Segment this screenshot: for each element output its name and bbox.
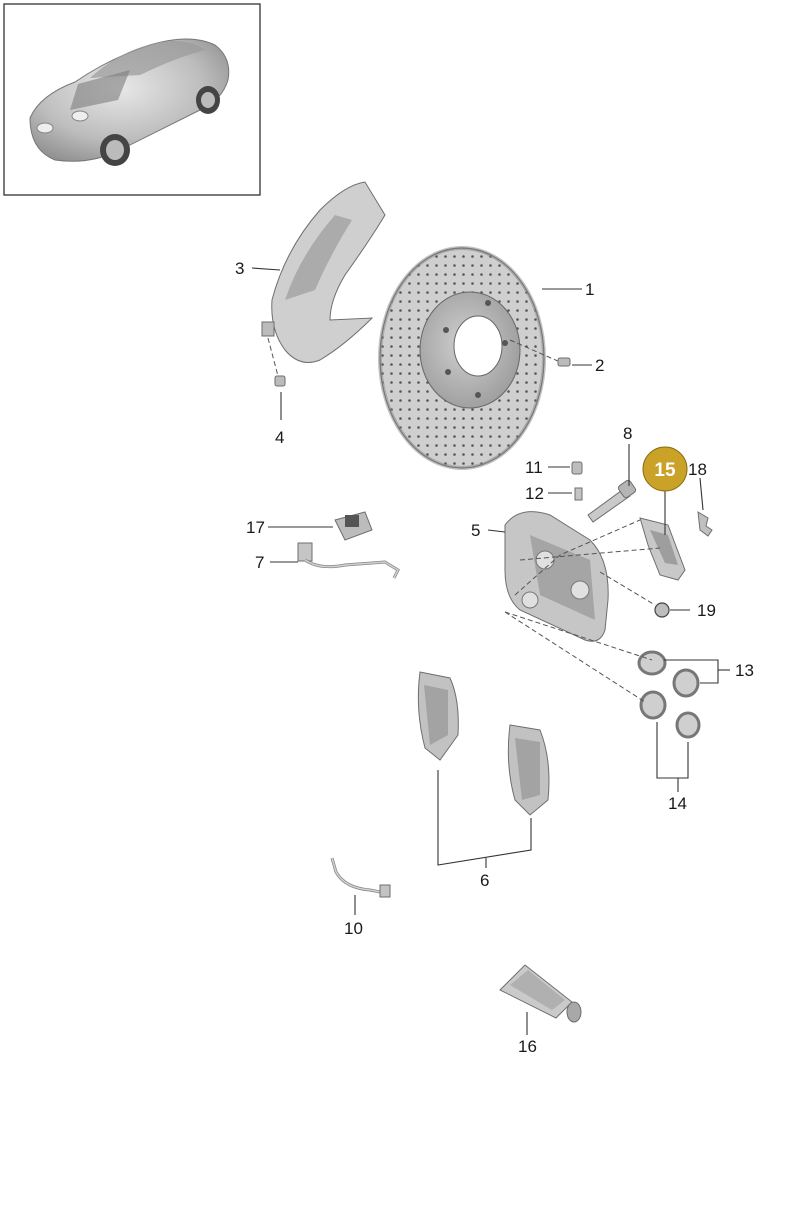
callout-17: 17 xyxy=(246,518,265,537)
callout-labels: 3 1 2 4 8 11 12 18 5 17 7 19 13 14 6 10 … xyxy=(235,259,754,1056)
part-8-bolt xyxy=(587,479,637,523)
highlight-badge[interactable] xyxy=(642,446,688,492)
part-10-wear-sensor xyxy=(330,857,391,898)
callout-1: 1 xyxy=(585,280,594,299)
part-7-wear-sensor xyxy=(297,542,400,579)
part-11-bleeder-cap xyxy=(571,461,583,475)
callout-16: 16 xyxy=(518,1037,537,1056)
callout-2: 2 xyxy=(595,356,604,375)
callout-5: 5 xyxy=(471,521,480,540)
callout-14: 14 xyxy=(668,794,687,813)
part-13-seals xyxy=(637,650,700,698)
callout-4: 4 xyxy=(275,428,284,447)
part-6-brake-pads xyxy=(417,671,550,816)
part-15-spring-plate xyxy=(639,517,686,581)
car-thumbnail-icon xyxy=(29,38,230,166)
callout-8: 8 xyxy=(623,424,632,443)
part-17-connector xyxy=(334,511,373,541)
part-18-clip xyxy=(697,511,713,537)
callout-7: 7 xyxy=(255,553,264,572)
callout-18: 18 xyxy=(688,460,707,479)
car-thumbnail xyxy=(3,3,261,196)
callout-13: 13 xyxy=(735,661,754,680)
leader-lines xyxy=(251,267,730,1035)
part-14-seals xyxy=(639,690,701,739)
callout-15-highlighted[interactable]: 15 xyxy=(642,446,688,492)
callout-12: 12 xyxy=(525,484,544,503)
callout-3: 3 xyxy=(235,259,244,278)
part-5-brake-caliper xyxy=(504,511,609,642)
part-1-brake-disc xyxy=(378,246,546,470)
part-2-screw xyxy=(509,339,571,367)
part-4-screw xyxy=(267,337,286,387)
part-3-splash-shield xyxy=(261,181,386,363)
part-12-bleeder-valve xyxy=(574,487,583,501)
assembly-guide-lines xyxy=(504,519,661,703)
part-19-screw xyxy=(599,571,670,618)
callout-6: 6 xyxy=(480,871,489,890)
callout-15[interactable]: 15 xyxy=(654,460,676,481)
callout-19: 19 xyxy=(697,601,716,620)
part-16-grease-tube xyxy=(499,964,582,1023)
callout-10: 10 xyxy=(344,919,363,938)
callout-11: 11 xyxy=(525,458,543,477)
